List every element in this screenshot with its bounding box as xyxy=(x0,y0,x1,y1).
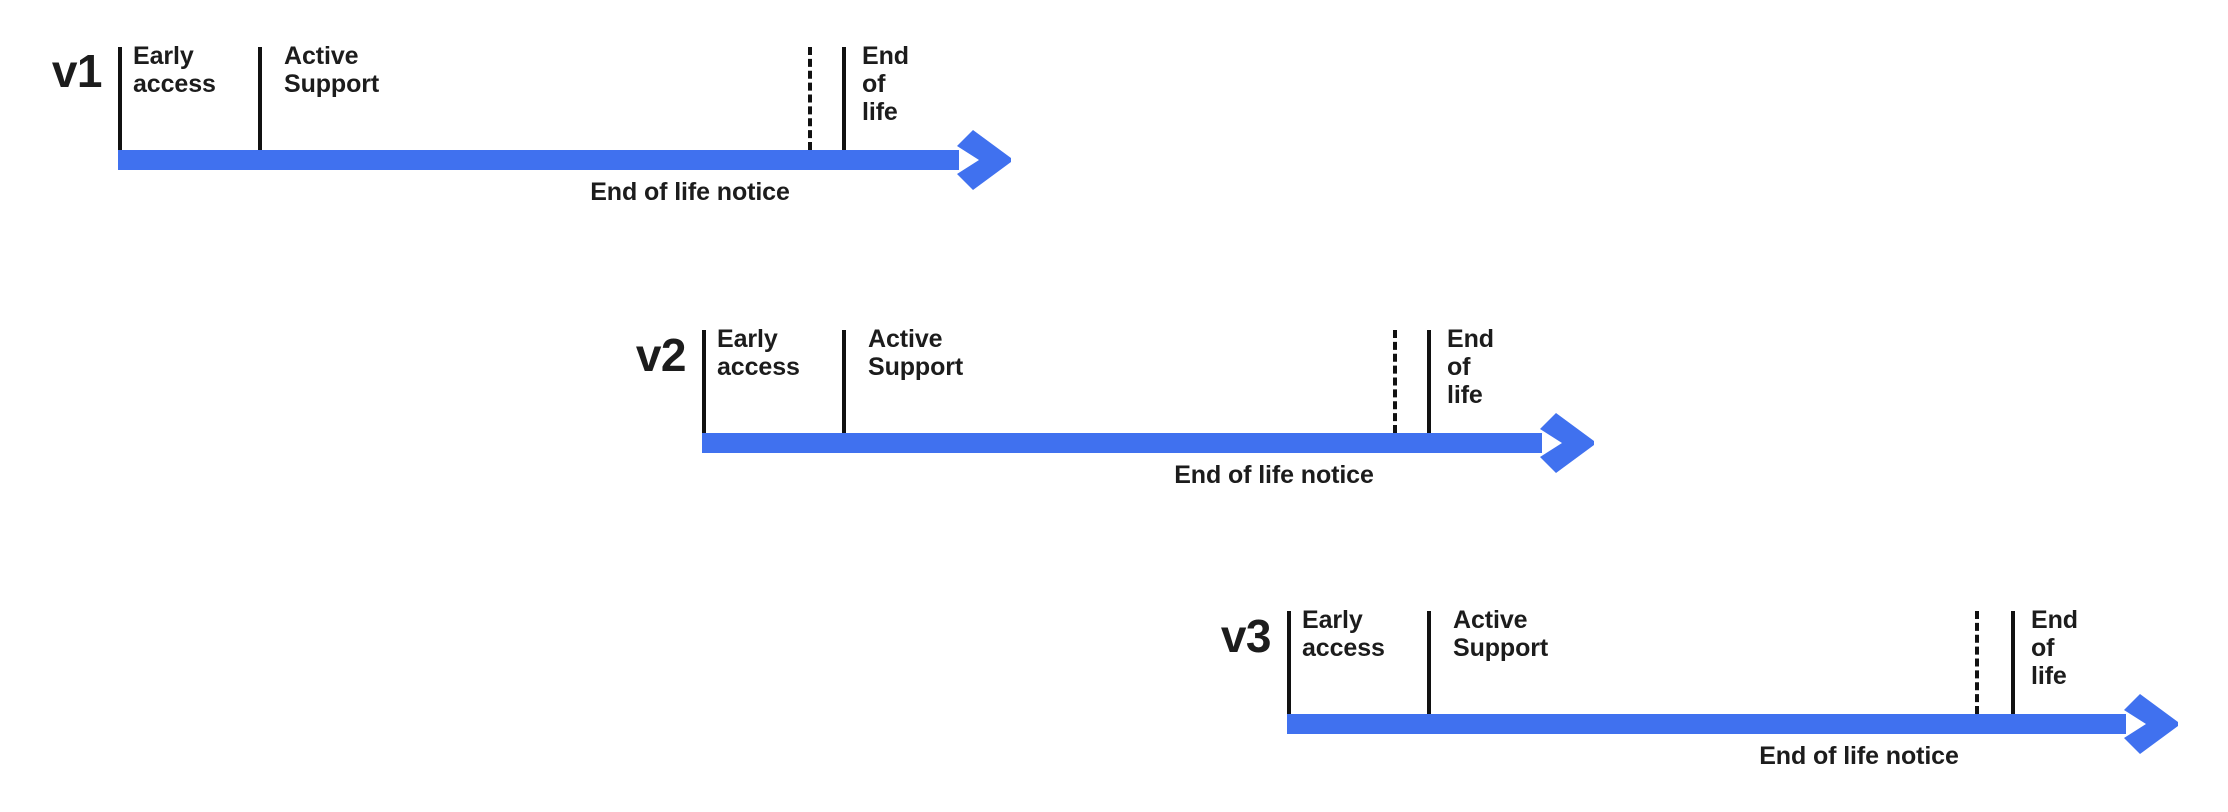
phase-label-end-of-life: End of life xyxy=(1447,325,1494,409)
end-of-life-divider xyxy=(842,47,846,150)
phase-start-divider xyxy=(1287,611,1291,714)
version-label-v3: v3 xyxy=(1220,610,1272,662)
end-of-life-notice-label: End of life notice xyxy=(590,178,790,206)
active-support-divider xyxy=(842,330,846,433)
phase-label-early-access: Early access xyxy=(133,42,216,98)
lifecycle-arrow-shaft xyxy=(702,433,1542,453)
phase-start-divider xyxy=(118,47,122,150)
end-of-life-notice-label: End of life notice xyxy=(1174,461,1374,489)
phase-label-end-of-life: End of life xyxy=(2031,606,2078,690)
phase-label-end-of-life: End of life xyxy=(862,42,909,126)
lifecycle-arrow-shaft xyxy=(1287,714,2126,734)
end-of-life-notice-marker xyxy=(808,47,812,150)
end-of-life-divider xyxy=(1427,330,1431,433)
phase-start-divider xyxy=(702,330,706,433)
version-label-v2: v2 xyxy=(635,329,687,381)
phase-label-active-support: Active Support xyxy=(1453,606,1549,662)
active-support-divider xyxy=(1427,611,1431,714)
end-of-life-notice-label: End of life notice xyxy=(1759,742,1959,770)
end-of-life-divider xyxy=(2011,611,2015,714)
active-support-divider xyxy=(258,47,262,150)
phase-label-early-access: Early access xyxy=(1302,606,1385,662)
phase-label-early-access: Early access xyxy=(717,325,800,381)
lifecycle-arrow-shaft xyxy=(118,150,959,170)
end-of-life-notice-marker xyxy=(1393,330,1397,433)
end-of-life-notice-marker xyxy=(1975,611,1979,714)
phase-label-active-support: Active Support xyxy=(868,325,964,381)
phase-label-active-support: Active Support xyxy=(284,42,380,98)
version-label-v1: v1 xyxy=(51,45,103,97)
